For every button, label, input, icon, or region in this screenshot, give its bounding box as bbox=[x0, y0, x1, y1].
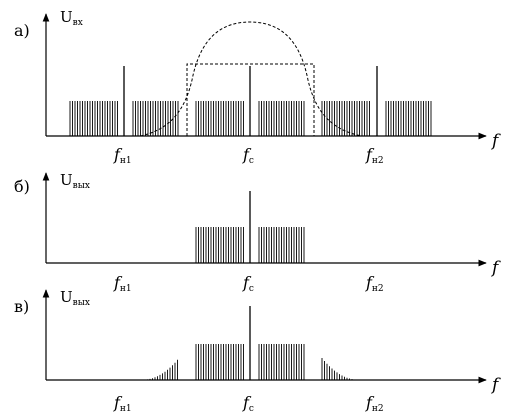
panel-a-bands bbox=[69, 101, 432, 136]
panel-b-ylabel: Uвых bbox=[60, 171, 90, 191]
panel-c-tick-c: fс bbox=[242, 393, 254, 414]
panel-b-tick-n2: fн2 bbox=[365, 273, 384, 294]
panel-b-letter: б) bbox=[14, 177, 30, 196]
panel-c-xlabel: f bbox=[490, 375, 501, 395]
panel-b: б) Uвых f fн1 fс fн2 bbox=[14, 171, 501, 294]
panel-c-ylabel: Uвых bbox=[60, 288, 90, 308]
panel-c-tick-n2: fн2 bbox=[365, 393, 384, 414]
panel-a-ylabel: Uвх bbox=[60, 8, 83, 28]
panel-b-bands bbox=[195, 227, 305, 263]
panel-a-tick-n1: fн1 bbox=[113, 145, 132, 166]
panel-c-bands bbox=[147, 344, 353, 380]
panel-c-tick-n1: fн1 bbox=[113, 393, 132, 414]
panel-a-filter-response bbox=[139, 21, 363, 137]
panel-a-xlabel: f bbox=[490, 131, 501, 151]
panel-c-letter: в) bbox=[14, 297, 29, 316]
panel-b-xlabel: f bbox=[490, 258, 501, 278]
panel-b-tick-c: fс bbox=[242, 273, 254, 294]
panel-a-tick-c: fс bbox=[242, 145, 254, 166]
panel-a: а) Uвх f fн1 fс fн2 bbox=[14, 8, 501, 166]
panel-b-tick-n1: fн1 bbox=[113, 273, 132, 294]
panel-a-letter: а) bbox=[14, 21, 30, 40]
panel-a-tick-n2: fн2 bbox=[365, 145, 384, 166]
panel-c: в) Uвых f fн1 fс fн2 bbox=[14, 288, 501, 414]
panel-a-ideal-filter bbox=[186, 63, 315, 136]
